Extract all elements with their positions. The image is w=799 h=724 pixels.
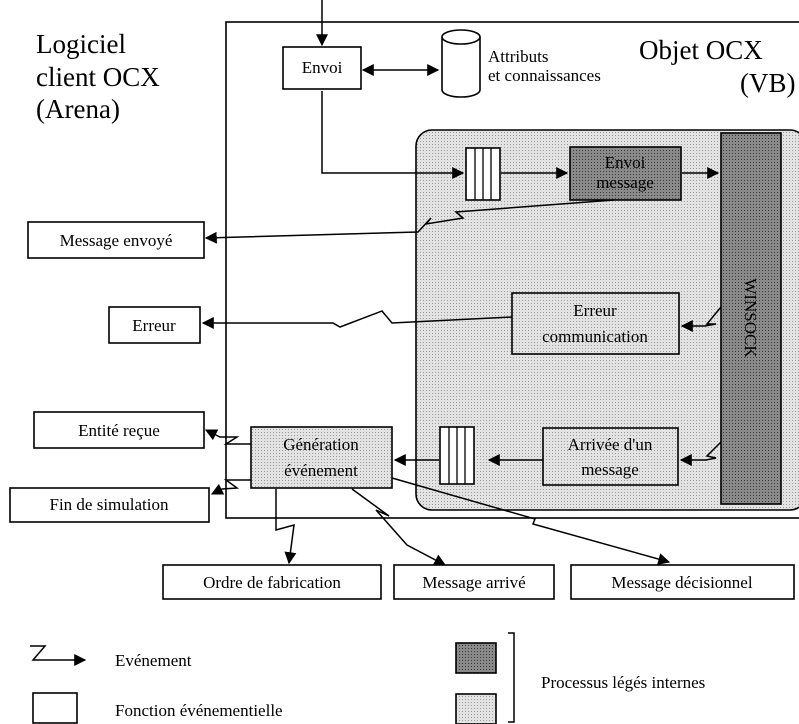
message-envoye-box <box>27 221 205 259</box>
erreur-communication-line2: communication <box>542 327 648 346</box>
generation-evenement-line1: Génération <box>283 435 359 454</box>
envoi-message-line1: Envoi <box>605 153 646 172</box>
legend-event-symbol <box>30 645 87 666</box>
message-arrive-label: Message arrivé <box>422 573 525 592</box>
event-winsock-arrivee <box>679 441 722 466</box>
send-queue-icon <box>465 147 501 201</box>
ocx-object-frame <box>225 21 799 519</box>
generation-evenement-line2: événement <box>284 461 358 480</box>
message-decisionnel-label: Message décisionnel <box>611 573 752 592</box>
generation-evenement-box <box>250 426 393 489</box>
legend-bracket <box>508 632 515 723</box>
arrivee-message-line1: Arrivée d'un <box>568 435 653 454</box>
legend-processus-label: Processus légés internes <box>541 673 705 692</box>
client-title-line3: (Arena) <box>36 94 120 124</box>
erreur-communication-line1: Erreur <box>573 301 617 320</box>
envoi-message-box <box>569 146 682 201</box>
message-decisionnel-box <box>570 564 795 600</box>
entite-recue-label: Entité reçue <box>78 421 160 440</box>
event-entite-recue <box>204 429 251 445</box>
ordre-fabrication-label: Ordre de fabrication <box>203 573 341 592</box>
legend-evenement-label: Evénement <box>115 651 192 670</box>
event-message-decisionnel <box>391 477 671 565</box>
arrivee-message-box <box>542 427 679 486</box>
legend-light-process-swatch <box>455 693 497 724</box>
winsock-label: WINSOCK <box>741 278 760 358</box>
message-arrive-box <box>393 564 555 600</box>
fin-simulation-label: Fin de simulation <box>50 495 170 514</box>
object-title-line1: Objet OCX <box>639 35 763 65</box>
legend-dark-process-swatch <box>455 642 497 674</box>
message-envoye-label: Message envoyé <box>60 231 173 250</box>
attributs-line2: et connaissances <box>488 66 601 85</box>
envoi-to-queue-line <box>321 91 465 179</box>
winsock-box <box>720 132 782 505</box>
client-title-line1: Logiciel <box>36 29 126 59</box>
entite-recue-box <box>33 411 205 449</box>
object-title-line2: (VB) <box>740 68 796 98</box>
legend-fonction-label: Fonction événementielle <box>115 701 283 720</box>
arrivee-message-line2: message <box>581 460 639 479</box>
event-ordre-fabrication <box>275 489 297 565</box>
legend-function-symbol <box>32 692 78 724</box>
envoi-box <box>282 46 362 90</box>
event-message-envoye <box>204 199 615 244</box>
client-title-line2: client OCX <box>36 62 160 92</box>
envoi-label: Envoi <box>302 58 343 77</box>
fin-simulation-box <box>9 487 210 523</box>
database-icon <box>441 29 481 98</box>
erreur-box <box>108 306 201 344</box>
event-message-arrive <box>351 488 447 566</box>
erreur-communication-box <box>511 292 680 355</box>
ordre-fabrication-box <box>162 564 382 600</box>
event-winsock-erreur <box>680 306 722 332</box>
erreur-label: Erreur <box>132 316 176 335</box>
envoi-message-line2: message <box>596 173 654 192</box>
attributs-line1: Attributs <box>488 47 548 66</box>
receive-queue-icon <box>439 426 475 485</box>
event-fin-simulation <box>210 479 251 495</box>
event-erreur <box>201 310 513 329</box>
